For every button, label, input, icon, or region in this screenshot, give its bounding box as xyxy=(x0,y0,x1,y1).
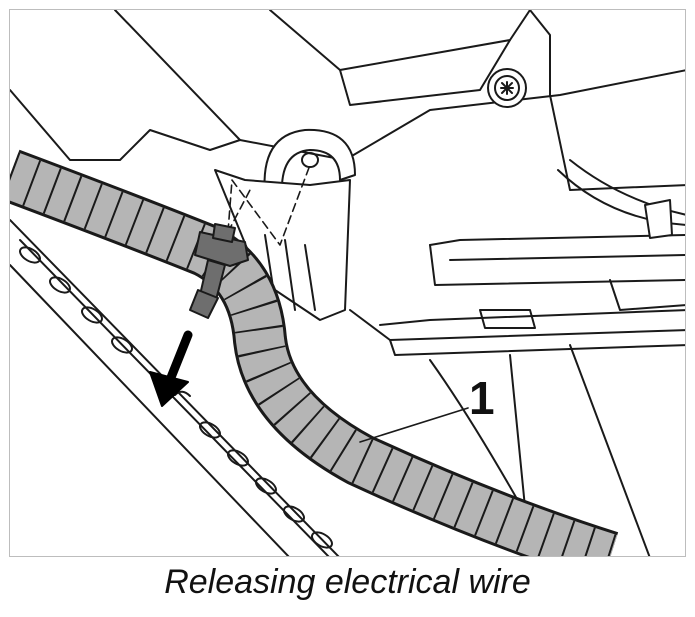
release-arrow-icon xyxy=(149,330,193,407)
alignment-lines xyxy=(227,164,311,246)
figure-caption: Releasing electrical wire xyxy=(164,563,531,601)
screw-icon xyxy=(487,68,527,108)
callout-leader xyxy=(359,407,469,443)
body-panel xyxy=(10,10,685,191)
wire-harness xyxy=(10,149,619,556)
diagram-illustration xyxy=(10,10,685,556)
wire-clip xyxy=(189,223,249,319)
frame-rails xyxy=(349,159,685,556)
diagram-frame: 1 xyxy=(9,9,686,557)
mounting-bracket xyxy=(214,128,356,321)
callout-label-1: 1 xyxy=(469,372,495,424)
